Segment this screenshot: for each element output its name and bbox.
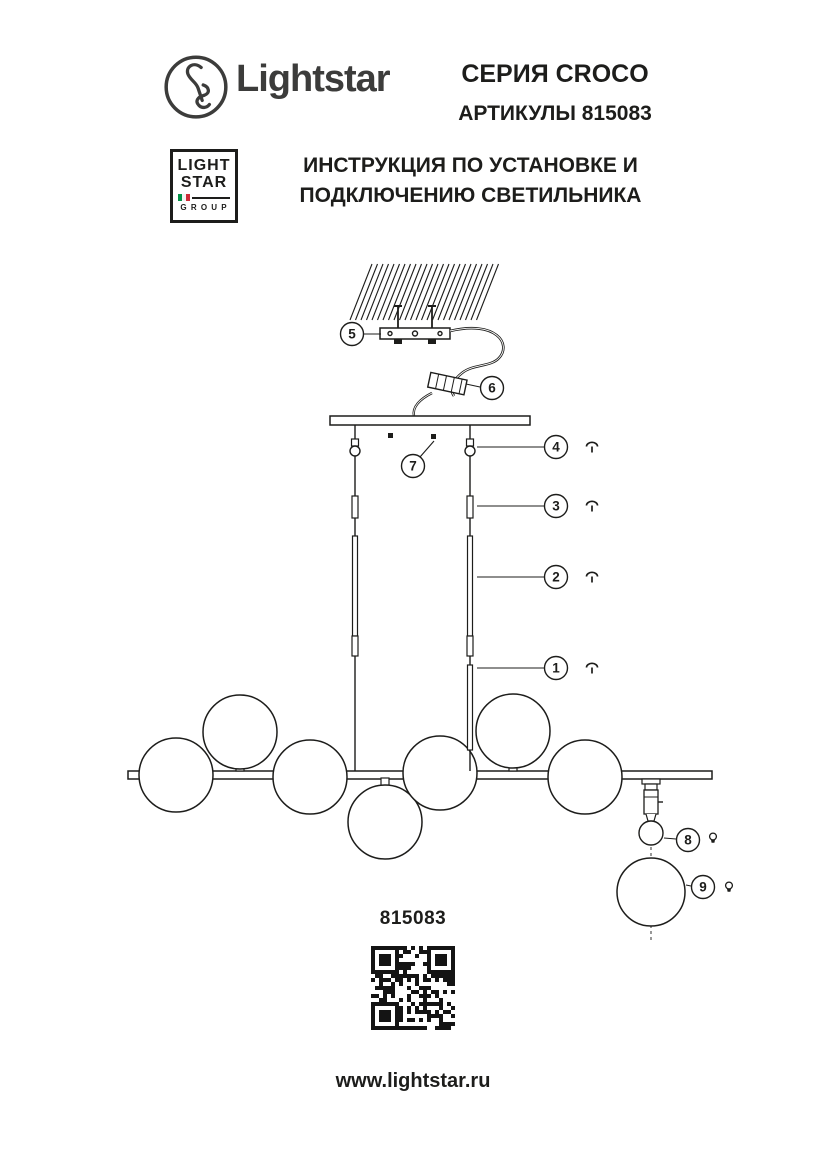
qr-code <box>371 946 455 1030</box>
screw-pin-icon <box>585 441 599 453</box>
callout-5: 5 <box>339 321 381 347</box>
glass-spheres <box>138 693 623 860</box>
callout-8-number: 8 <box>684 833 692 848</box>
divider <box>192 196 230 199</box>
installation-diagram: 5 6 7 4 <box>127 263 734 940</box>
callout-2: 2 <box>477 564 569 590</box>
supply-wire <box>412 326 505 417</box>
terminal-connector <box>426 371 468 396</box>
glass-sphere <box>272 739 348 815</box>
callout-8: 8 <box>663 827 701 853</box>
callout-4-number: 4 <box>552 440 560 455</box>
light-bulb <box>638 820 664 846</box>
lightstar-group-logo: LIGHT STAR G R O U P <box>170 149 238 223</box>
callout-6-number: 6 <box>488 381 496 396</box>
instruction-title-line1: ИНСТРУКЦИЯ ПО УСТАНОВКЕ И <box>303 154 638 177</box>
ceiling-canopy <box>329 415 531 439</box>
canopy-screw-hole <box>431 434 436 439</box>
bulb-icon <box>724 881 734 892</box>
callout-3: 3 <box>477 493 569 519</box>
callout-2-number: 2 <box>552 570 560 585</box>
screw-pin-icon <box>585 662 599 674</box>
brand-name: Lightstar <box>236 58 391 100</box>
italy-flag-icon <box>178 194 190 201</box>
group-logo-star: STAR <box>180 174 228 191</box>
article-number: 815083 <box>379 908 447 929</box>
callout-1: 1 <box>477 655 569 681</box>
bulb-icon <box>708 832 718 843</box>
articles-line: АРТИКУЛЫ 815083 <box>458 102 652 125</box>
lamp-socket <box>643 789 659 815</box>
instruction-title: ИНСТРУКЦИЯ ПО УСТАНОВКЕ И ПОДКЛЮЧЕНИЮ СВ… <box>258 151 683 211</box>
callout-7-number: 7 <box>409 459 417 474</box>
callout-7: 7 <box>400 440 435 479</box>
glass-sphere <box>547 739 623 815</box>
callout-9-number: 9 <box>699 880 707 895</box>
glass-sphere <box>347 784 423 860</box>
group-logo-group: G R O U P <box>180 203 228 212</box>
callout-4: 4 <box>477 434 569 460</box>
screw-pin-icon <box>585 500 599 512</box>
socket-assembly <box>616 778 686 940</box>
callout-9: 9 <box>685 874 716 900</box>
ceiling-hatch <box>349 263 500 321</box>
canopy-screw-hole <box>388 433 393 438</box>
instruction-title-line2: ПОДКЛЮЧЕНИЮ СВЕТИЛЬНИКА <box>299 184 642 207</box>
callout-1-number: 1 <box>552 661 560 676</box>
glass-sphere <box>138 737 214 813</box>
glass-sphere <box>402 735 478 811</box>
suspension-rod-right <box>464 425 476 771</box>
lightstar-logo <box>164 55 228 119</box>
callout-3-number: 3 <box>552 499 560 514</box>
glass-sphere <box>475 693 551 769</box>
glass-sphere <box>202 694 278 770</box>
group-logo-light: LIGHT <box>177 157 231 174</box>
website-url: www.lightstar.ru <box>335 1070 491 1092</box>
callout-5-number: 5 <box>348 327 356 342</box>
screw-pin-icon <box>585 571 599 583</box>
suspension-rod-left <box>349 425 361 771</box>
series-title: СЕРИЯ CROCO <box>461 60 649 88</box>
callout-6: 6 <box>465 375 505 401</box>
mounting-bracket <box>379 305 451 344</box>
glass-shade <box>616 857 686 927</box>
